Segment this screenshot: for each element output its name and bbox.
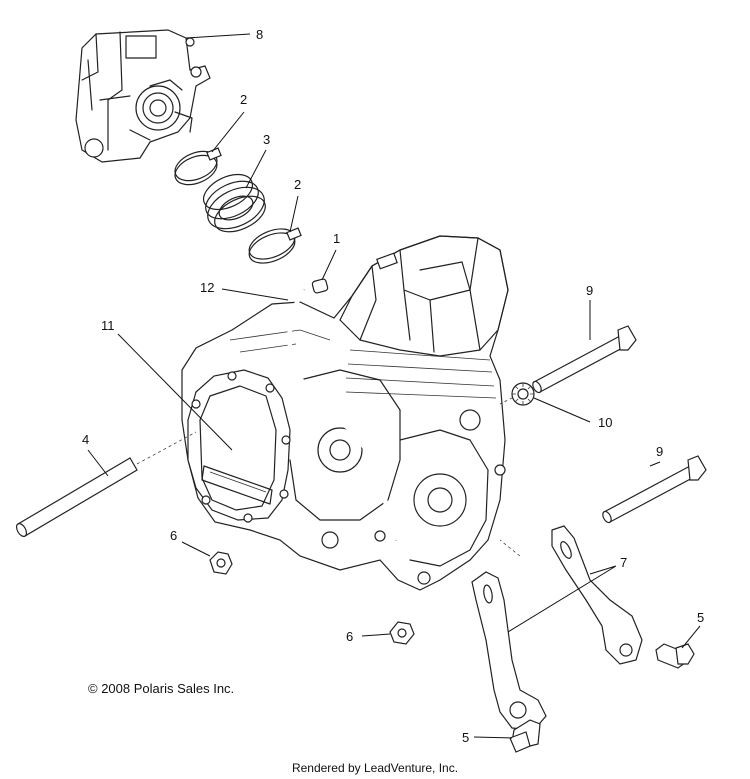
bolt-upper-part (499, 325, 637, 405)
leader-lines (87, 33, 701, 739)
callout-9-upper: 9 (586, 283, 593, 298)
engine-assembly (181, 235, 509, 591)
rendered-by-footer: Rendered by LeadVenture, Inc. (291, 761, 459, 775)
flange-bolt-right-part (655, 643, 695, 669)
callout-5-right: 5 (697, 610, 704, 625)
engine-mount-brackets-part (471, 525, 643, 731)
star-washer-part (511, 382, 535, 406)
callout-4: 4 (82, 432, 89, 447)
callout-labels: 8 2 3 2 1 12 11 9 10 9 4 6 7 6 5 5 (82, 27, 704, 745)
callout-1: 1 (333, 231, 340, 246)
callout-6-left: 6 (170, 528, 177, 543)
clamp-upper-part (174, 147, 222, 186)
throttle-body-part (75, 29, 211, 163)
callout-12: 12 (200, 280, 214, 295)
copyright-text: © 2008 Polaris Sales Inc. (88, 681, 235, 696)
callout-3: 3 (263, 132, 270, 147)
long-tube-part (15, 431, 197, 537)
bolt-lower-part (602, 455, 707, 524)
clamp-lower-part (248, 227, 302, 264)
nut-right-part (389, 621, 415, 645)
breather-hose-part (287, 288, 399, 541)
nut-left-part (209, 551, 233, 575)
callout-7: 7 (620, 555, 627, 570)
callout-11: 11 (101, 318, 115, 333)
callout-5-bottom: 5 (462, 730, 469, 745)
callout-8: 8 (256, 27, 263, 42)
callout-6-right: 6 (346, 629, 353, 644)
callout-2-upper: 2 (240, 92, 247, 107)
callout-9-lower: 9 (656, 444, 663, 459)
callout-2-lower: 2 (294, 177, 301, 192)
flange-bolt-bottom-part (509, 719, 541, 753)
intake-boot-part (202, 173, 266, 233)
hose-cap-part (311, 278, 329, 294)
callout-10: 10 (598, 415, 612, 430)
